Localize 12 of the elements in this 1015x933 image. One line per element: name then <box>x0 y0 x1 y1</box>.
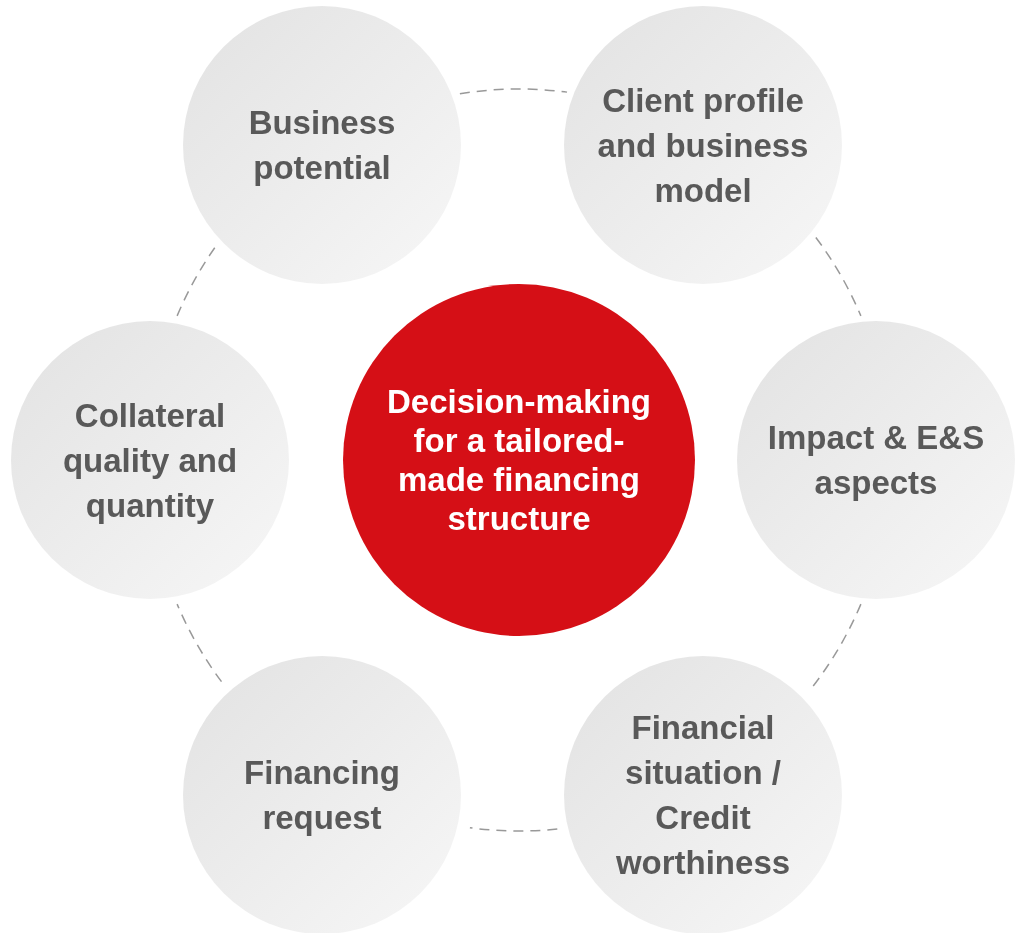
circle-label: Business potential <box>247 103 397 188</box>
circle-label: Financing request <box>243 753 401 838</box>
circle-label: Impact & E&S aspects <box>766 418 986 503</box>
dashed-connector <box>459 88 568 95</box>
dashed-connector <box>176 245 217 317</box>
circle-label: Decision-making for a tailored-made financing structure <box>385 382 653 538</box>
dashed-connector <box>469 827 559 832</box>
dashed-connector <box>815 236 862 317</box>
circle-label: Client profile and business model <box>596 80 810 211</box>
circle-label: Financial situation / Credit worthiness <box>614 708 792 883</box>
dashed-connector <box>176 603 223 683</box>
circle-label: Collateral quality and quantity <box>61 395 239 526</box>
